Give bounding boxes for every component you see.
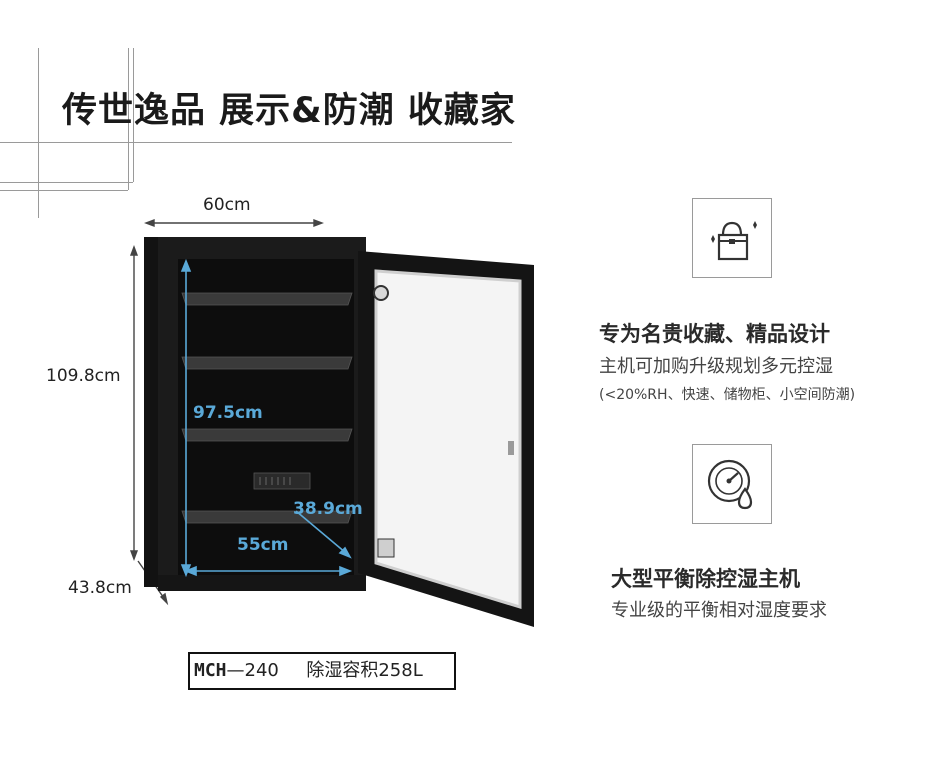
frame-line-low <box>0 190 128 191</box>
frame-line-v1 <box>38 48 39 218</box>
inner-height-arrow <box>180 258 192 578</box>
inner-width-label: 55cm <box>237 535 289 555</box>
model-box: MCH—240 除湿容积258L <box>188 652 456 690</box>
model-number: —240 <box>226 660 279 681</box>
feature-title-2: 大型平衡除控湿主机 <box>611 567 800 591</box>
depth-label: 43.8cm <box>68 578 132 598</box>
height-label: 109.8cm <box>46 366 121 386</box>
door-handle <box>508 441 514 455</box>
height-arrow <box>129 245 139 561</box>
width-arrow <box>144 218 324 228</box>
feature-icon-box-2 <box>692 444 772 524</box>
feature-icon-box-1 <box>692 198 772 278</box>
page-title: 传世逸品 展示&防潮 收藏家 <box>62 91 516 131</box>
model-code: MCH <box>194 660 227 681</box>
handbag-icon <box>711 221 757 261</box>
frame-line-mid <box>0 182 133 183</box>
door-lock <box>373 285 389 301</box>
cabinet-side <box>144 237 158 587</box>
shelves <box>181 292 353 524</box>
model-capacity: 除湿容积258L <box>306 660 423 681</box>
humidity-gauge-icon <box>707 459 753 510</box>
feature-subtitle-1: 主机可加购升级规划多元控湿 <box>599 356 833 377</box>
cabinet-base <box>158 575 366 591</box>
inner-height-label: 97.5cm <box>193 403 263 423</box>
door-hygrometer <box>377 538 395 558</box>
door-glass <box>374 269 522 610</box>
frame-line-top <box>0 142 512 143</box>
inner-depth-label: 38.9cm <box>293 499 363 519</box>
feature-title-1: 专为名贵收藏、精品设计 <box>599 322 830 346</box>
dehumidifier-unit <box>253 472 311 490</box>
frame-line-v2 <box>128 48 129 190</box>
width-label: 60cm <box>203 195 251 215</box>
inner-depth-arrow <box>295 510 352 559</box>
frame-line-v3 <box>133 48 134 182</box>
feature-note-1: (<20%RH、快速、储物柜、小空间防潮) <box>599 387 856 403</box>
inner-width-arrow <box>183 565 353 577</box>
cabinet-illustration <box>129 218 534 627</box>
feature-subtitle-2: 专业级的平衡相对湿度要求 <box>611 600 827 621</box>
